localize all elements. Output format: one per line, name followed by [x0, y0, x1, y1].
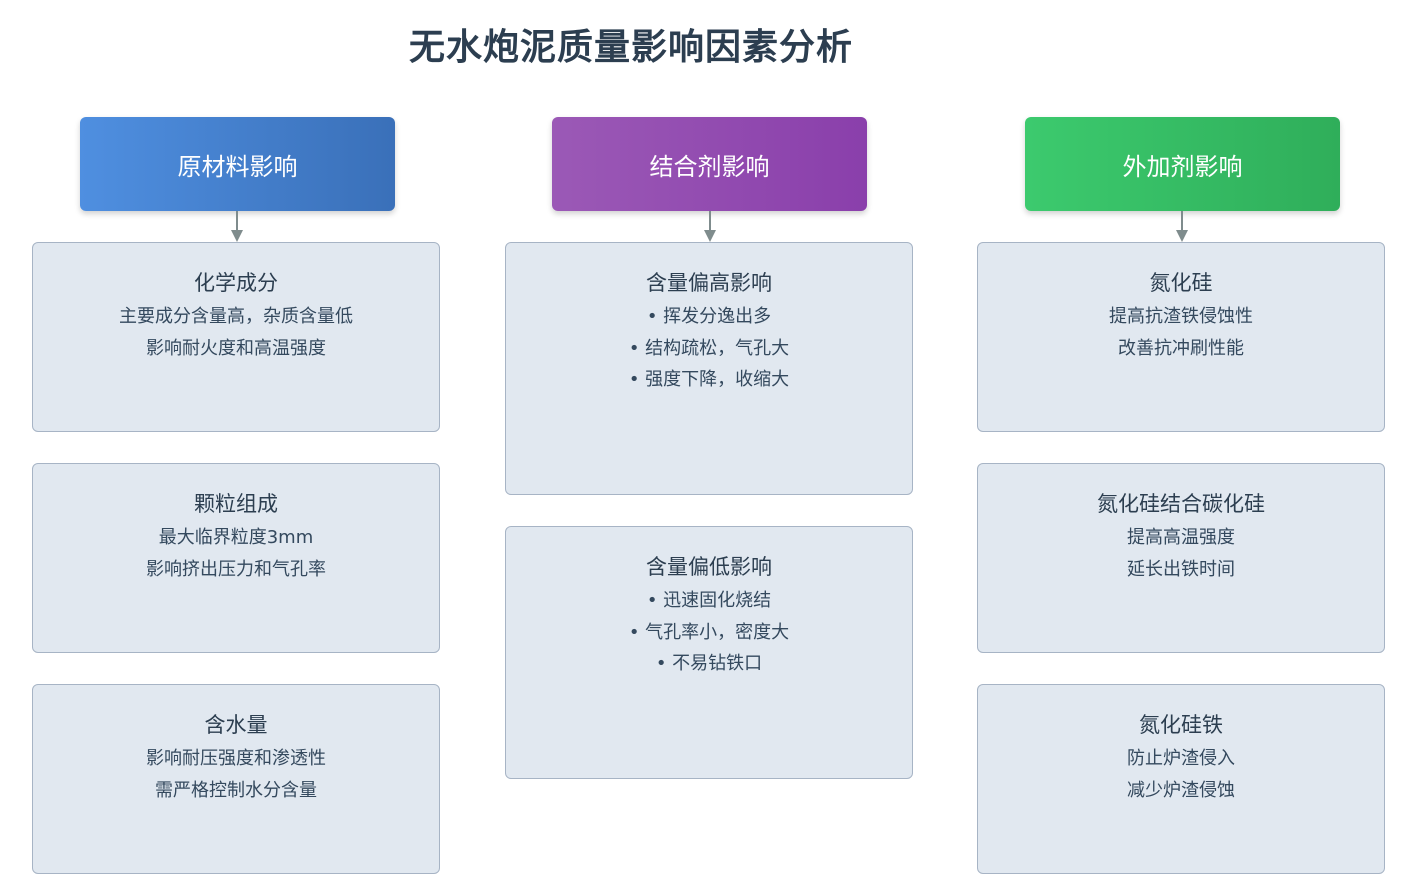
- box-silicon-nitride-bonded-sic: 氮化硅结合碳化硅 提高高温强度 延长出铁时间: [977, 463, 1385, 653]
- arrow-down-icon: [231, 230, 243, 242]
- box-silicon-nitride: 氮化硅 提高抗渣铁侵蚀性 改善抗冲刷性能: [977, 242, 1385, 432]
- box-line: • 不易钻铁口: [655, 653, 763, 674]
- box-binder-low: 含量偏低影响 • 迅速固化烧结 • 气孔率小，密度大 • 不易钻铁口: [505, 526, 913, 779]
- header-additives: 外加剂影响: [1025, 117, 1340, 211]
- box-line: 需严格控制水分含量: [155, 779, 317, 801]
- box-ferro-silicon-nitride: 氮化硅铁 防止炉渣侵入 减少炉渣侵蚀: [977, 684, 1385, 874]
- box-title: 含量偏低影响: [646, 555, 772, 579]
- box-title: 颗粒组成: [194, 492, 278, 516]
- box-line: • 迅速固化烧结: [646, 590, 772, 611]
- box-line: 改善抗冲刷性能: [1118, 337, 1244, 359]
- header-binder: 结合剂影响: [552, 117, 867, 211]
- box-title: 化学成分: [194, 271, 278, 295]
- box-water-content: 含水量 影响耐压强度和渗透性 需严格控制水分含量: [32, 684, 440, 874]
- box-binder-high: 含量偏高影响 • 挥发分逸出多 • 结构疏松，气孔大 • 强度下降，收缩大: [505, 242, 913, 495]
- box-line: 影响挤出压力和气孔率: [146, 558, 326, 580]
- box-line: 最大临界粒度3mm: [158, 527, 314, 548]
- box-title: 含量偏高影响: [646, 271, 772, 295]
- box-line: 提高高温强度: [1127, 527, 1235, 548]
- box-title: 氮化硅铁: [1139, 713, 1223, 737]
- box-line: • 气孔率小，密度大: [628, 621, 790, 643]
- box-line: 防止炉渣侵入: [1127, 748, 1235, 769]
- box-line: 影响耐火度和高温强度: [146, 337, 326, 359]
- box-line: 主要成分含量高，杂质含量低: [119, 306, 353, 327]
- box-line: • 结构疏松，气孔大: [628, 337, 790, 359]
- box-line: 提高抗渣铁侵蚀性: [1109, 306, 1253, 327]
- box-line: 影响耐压强度和渗透性: [146, 748, 326, 769]
- box-line: • 挥发分逸出多: [646, 306, 772, 327]
- arrow-down-icon: [1176, 230, 1188, 242]
- box-line: 减少炉渣侵蚀: [1127, 779, 1235, 801]
- box-line: 延长出铁时间: [1127, 558, 1235, 580]
- box-particle-composition: 颗粒组成 最大临界粒度3mm 影响挤出压力和气孔率: [32, 463, 440, 653]
- box-line: • 强度下降，收缩大: [628, 369, 790, 390]
- box-title: 氮化硅: [1149, 271, 1213, 295]
- box-chemical-composition: 化学成分 主要成分含量高，杂质含量低 影响耐火度和高温强度: [32, 242, 440, 432]
- arrow-down-icon: [704, 230, 716, 242]
- box-title: 氮化硅结合碳化硅: [1097, 492, 1265, 516]
- header-raw-materials: 原材料影响: [80, 117, 395, 211]
- diagram-title: 无水炮泥质量影响因素分析: [408, 27, 853, 68]
- box-title: 含水量: [204, 713, 268, 737]
